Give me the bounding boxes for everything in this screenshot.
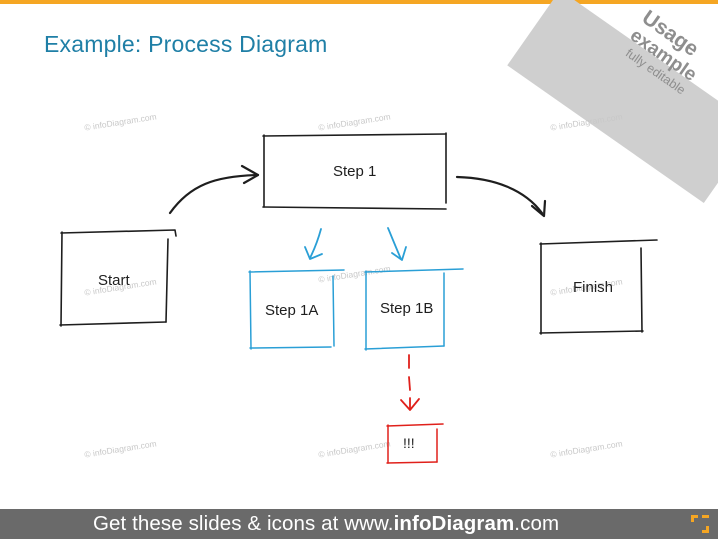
node-finish-label: Finish	[573, 279, 614, 296]
node-step1b-box	[364, 268, 464, 351]
page-title: Example: Process Diagram	[44, 31, 328, 57]
footer-prefix: Get these slides & icons at www.	[93, 512, 394, 535]
footer-link[interactable]: Get these slides & icons at www.infoDiag…	[93, 512, 559, 536]
top-accent-bar	[0, 0, 718, 4]
node-step1a-label: Step 1A	[265, 302, 319, 319]
node-step1a-box	[248, 269, 345, 350]
node-step1b-label: Step 1B	[380, 300, 434, 317]
arrow-step1-to-step1a	[304, 228, 323, 260]
node-finish-box	[539, 239, 658, 335]
node-step1-box	[262, 132, 447, 210]
arrow-step1-to-finish	[455, 175, 547, 218]
footer-bar	[0, 509, 718, 539]
node-alert-label: !!!	[403, 435, 415, 451]
node-start-box	[59, 229, 177, 327]
footer-suffix: .com	[514, 512, 560, 535]
node-step1-label: Step 1	[333, 163, 377, 180]
arrow-start-to-step1	[168, 164, 260, 215]
infodiagram-logo-icon	[691, 515, 709, 533]
node-alert-box	[386, 423, 444, 464]
footer-brand: infoDiagram	[393, 512, 515, 535]
node-start-label: Start	[98, 272, 130, 289]
arrow-step1b-to-alert	[400, 354, 420, 411]
arrow-step1-to-step1b	[387, 227, 407, 261]
